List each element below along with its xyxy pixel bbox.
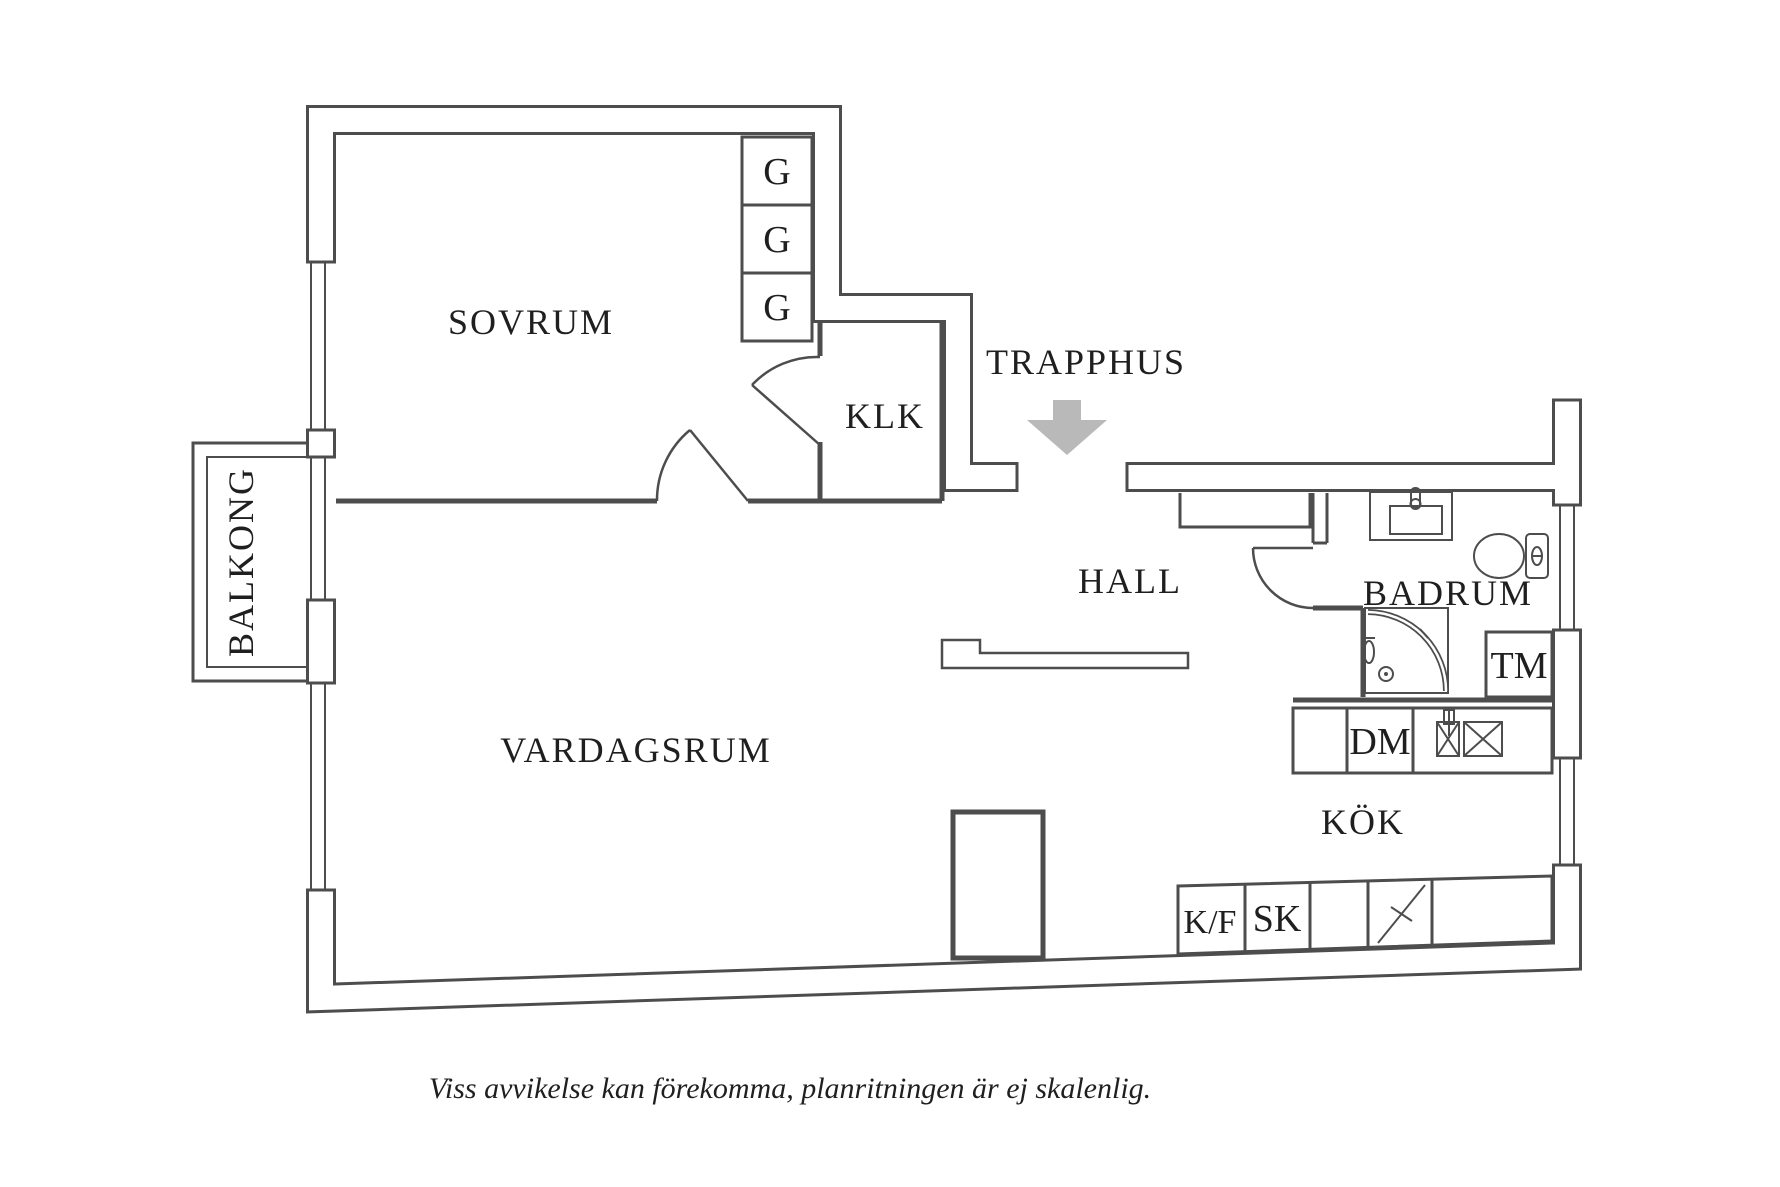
dishwasher-label: DM bbox=[1349, 721, 1410, 763]
hall-sideboard bbox=[940, 638, 1190, 670]
klk-door bbox=[751, 355, 821, 446]
sink-icon bbox=[1369, 487, 1453, 541]
room-label-badrum: BADRUM bbox=[1363, 573, 1533, 613]
windows bbox=[310, 262, 1575, 890]
balcony-door bbox=[310, 457, 326, 600]
badrum-door bbox=[1251, 546, 1314, 610]
room-labels: SOVRUM KLK TRAPPHUS HALL BADRUM VARDAGSR… bbox=[221, 302, 1533, 842]
wardrobe-label-2: G bbox=[763, 219, 790, 261]
room-label-kok: KÖK bbox=[1321, 802, 1405, 842]
entry-arrow-icon bbox=[1027, 400, 1107, 455]
fridge-freezer-label: K/F bbox=[1184, 904, 1237, 941]
room-label-balkong: BALKONG bbox=[221, 467, 261, 657]
interior-walls bbox=[336, 323, 1553, 703]
badrum-window bbox=[1559, 505, 1575, 630]
wardrobes bbox=[740, 135, 814, 343]
toilet-icon bbox=[1473, 533, 1549, 579]
cabinet-label: SK bbox=[1253, 898, 1302, 940]
wardrobe-box-3 bbox=[740, 271, 814, 343]
room-label-vardagsrum: VARDAGSRUM bbox=[500, 730, 771, 770]
disclaimer-caption: Viss avvikelse kan förekomma, planritnin… bbox=[429, 1072, 1151, 1105]
wardrobe-label-1: G bbox=[763, 151, 790, 193]
kitchen-counters bbox=[1176, 630, 1554, 956]
corner-shower-icon bbox=[1363, 607, 1449, 694]
doors bbox=[655, 355, 1314, 610]
room-label-trapphus: TRAPPHUS bbox=[986, 342, 1186, 382]
room-label-klk: KLK bbox=[845, 396, 925, 436]
washing-machine-box bbox=[1484, 630, 1554, 699]
bathroom-fixtures bbox=[1363, 487, 1549, 694]
hall-bulkhead bbox=[1178, 493, 1312, 529]
vardagsrum-window bbox=[310, 683, 326, 890]
fixture-labels: G G G TM DM K/F SK bbox=[763, 151, 1547, 941]
washing-machine-label: TM bbox=[1491, 645, 1548, 687]
room-label-hall: HALL bbox=[1078, 561, 1182, 601]
sovrum-window bbox=[310, 262, 326, 430]
balcony-outline bbox=[191, 441, 307, 683]
sovrum-door bbox=[655, 429, 749, 502]
stove-icon bbox=[1377, 884, 1426, 944]
room-label-sovrum: SOVRUM bbox=[448, 302, 614, 342]
double-sink-icon bbox=[1436, 709, 1503, 757]
kitchen-island bbox=[950, 809, 1046, 961]
exterior-walls bbox=[306, 105, 1582, 1014]
wardrobe-label-3: G bbox=[763, 287, 790, 329]
kok-window bbox=[1559, 758, 1575, 865]
